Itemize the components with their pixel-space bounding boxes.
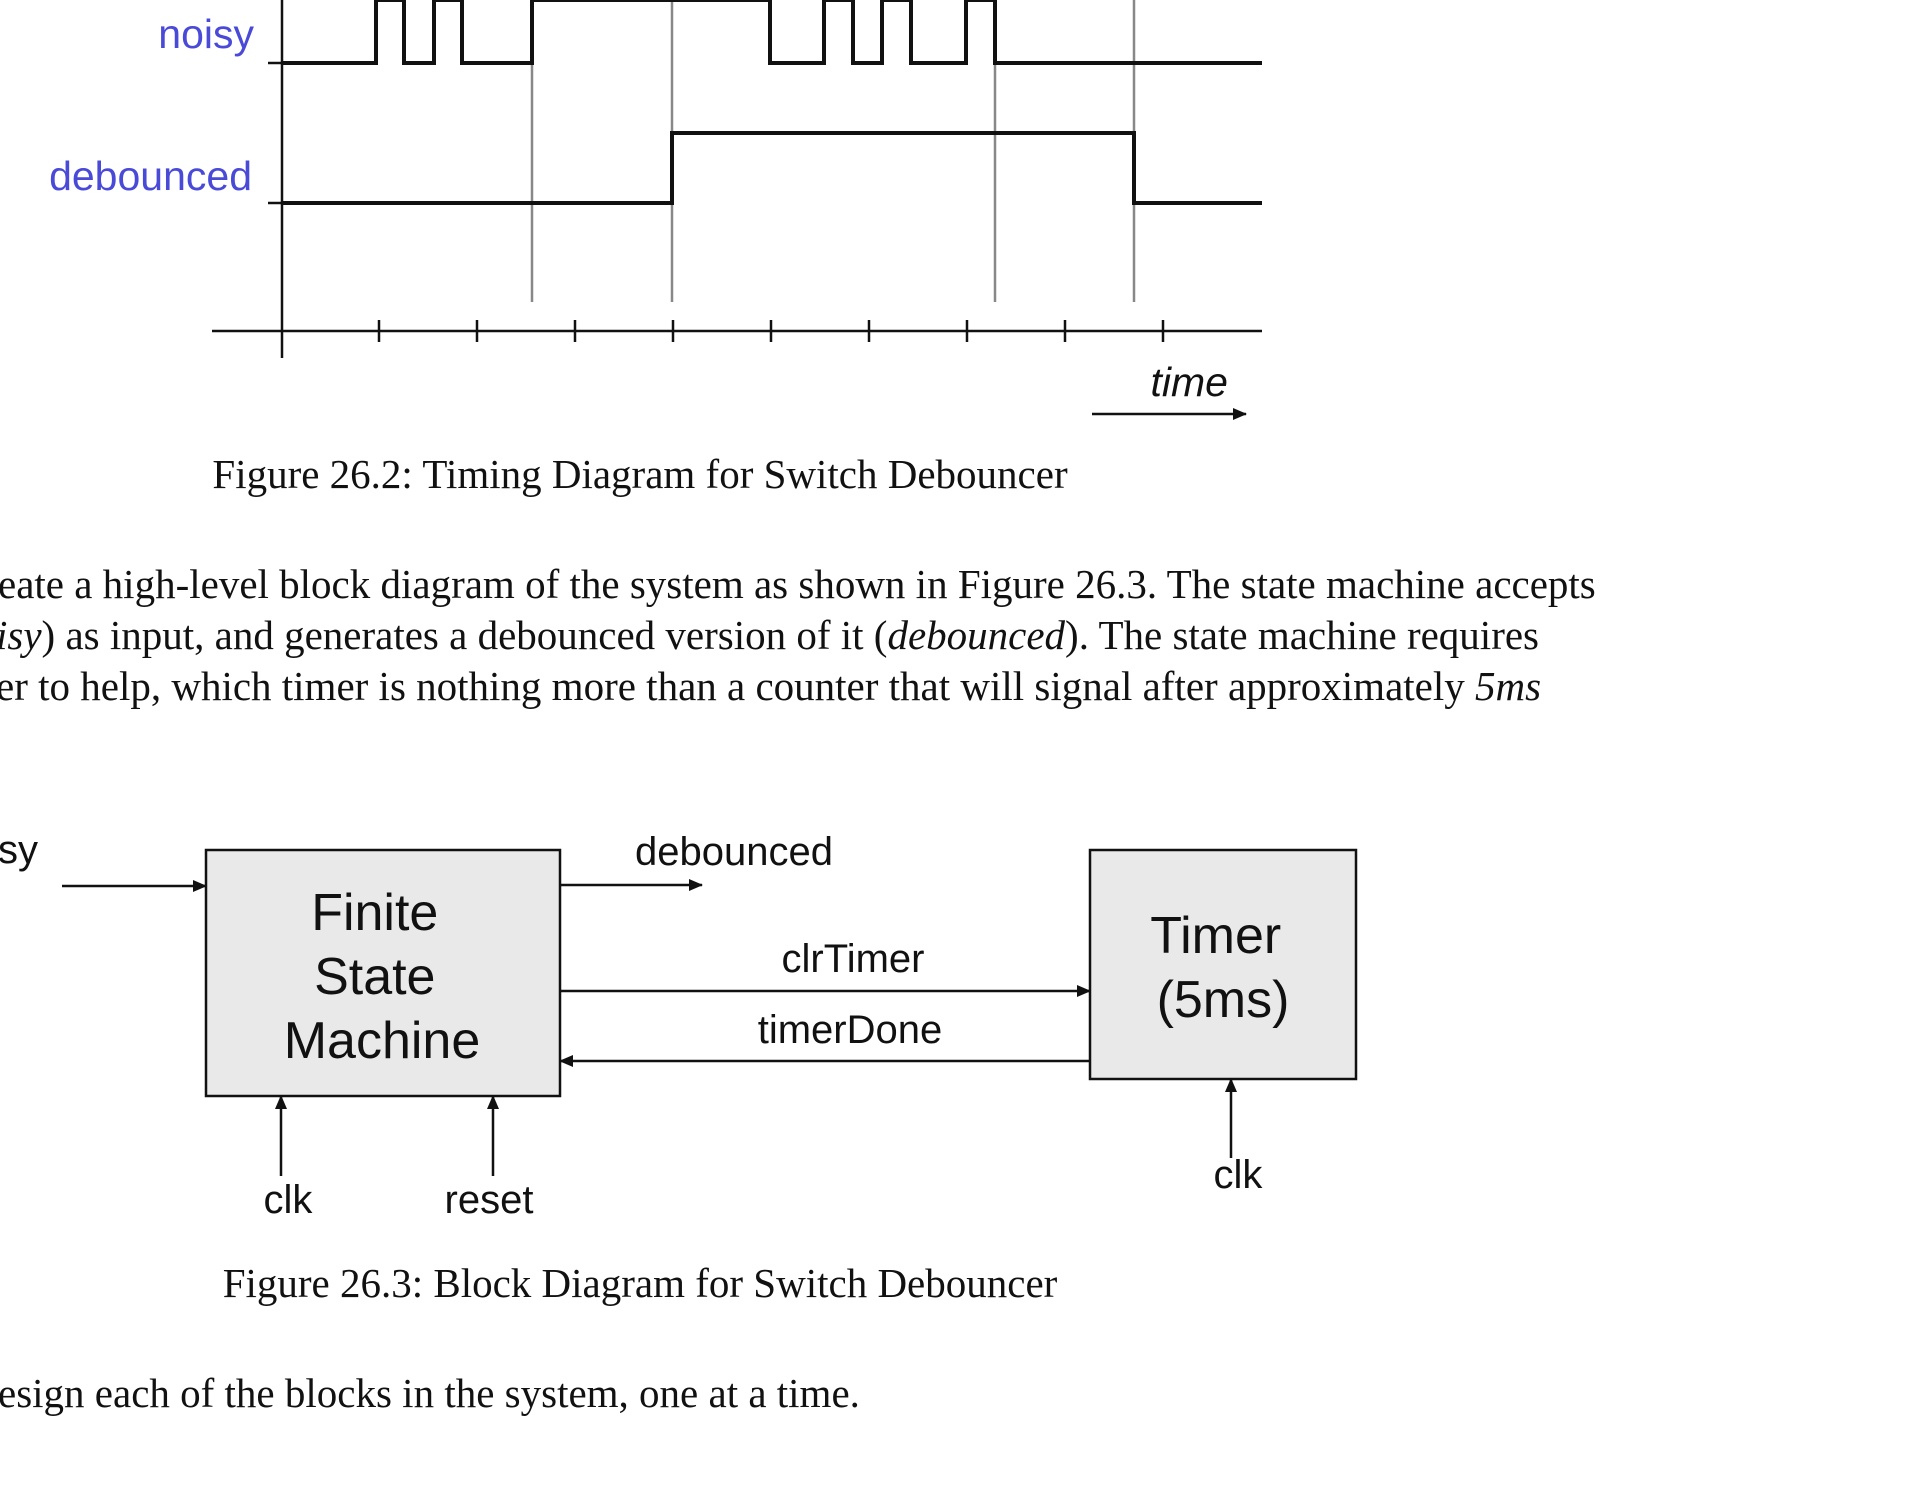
five-ms-math-term: 5ms bbox=[1475, 663, 1541, 709]
figure-26-2-caption: Figure 26.2: Timing Diagram for Switch D… bbox=[212, 451, 1068, 497]
fsm-label: Finite State Machine bbox=[284, 884, 481, 1070]
fsm-label-line-2: State bbox=[314, 948, 435, 1006]
fsm-clk-label: clk bbox=[264, 1178, 314, 1222]
figure-26-3-caption: Figure 26.3: Block Diagram for Switch De… bbox=[223, 1260, 1058, 1306]
noisy-signal-label: noisy bbox=[158, 11, 254, 57]
noisy-waveform bbox=[282, 0, 1262, 65]
paragraph-line-3: er to help, which timer is nothing more … bbox=[0, 663, 1541, 709]
paragraph-line-2-end: ). The state machine requires bbox=[1065, 612, 1539, 658]
debounced-math-term: debounced bbox=[887, 612, 1065, 658]
timer-done-label: timerDone bbox=[758, 1008, 943, 1052]
timer-clk-label: clk bbox=[1214, 1153, 1264, 1197]
block-diagram: sy Finite State Machine debounced clrTim… bbox=[0, 828, 1358, 1306]
debounced-waveform bbox=[282, 131, 1262, 205]
paragraph-line-2-middle: ) as input, and generates a debounced ve… bbox=[42, 612, 888, 658]
body-paragraph: eate a high-level block diagram of the s… bbox=[0, 561, 1596, 709]
fsm-reset-label: reset bbox=[445, 1178, 534, 1222]
time-axis-label: time bbox=[1151, 359, 1228, 405]
debounced-output-label: debounced bbox=[635, 830, 833, 874]
timer-label-line-1: Timer bbox=[1150, 907, 1281, 965]
closing-line: esign each of the blocks in the system, … bbox=[0, 1370, 860, 1416]
paragraph-line-3-text: er to help, which timer is nothing more … bbox=[0, 663, 1475, 709]
timing-diagram: noisy debounced time Figure 26.2: Timing… bbox=[49, 0, 1262, 497]
noisy-math-fragment: isy bbox=[0, 612, 42, 658]
timer-label-line-2: (5ms) bbox=[1157, 971, 1290, 1029]
noisy-input-label: sy bbox=[0, 828, 38, 872]
fsm-label-line-3: Machine bbox=[284, 1012, 481, 1070]
timer-block bbox=[1088, 848, 1358, 1081]
paragraph-line-2: isy) as input, and generates a debounced… bbox=[0, 612, 1539, 658]
paragraph-line-1: eate a high-level block diagram of the s… bbox=[0, 561, 1596, 607]
debounced-signal-label: debounced bbox=[49, 153, 252, 199]
fsm-block bbox=[204, 848, 562, 1098]
clr-timer-label: clrTimer bbox=[782, 937, 925, 981]
fsm-label-line-1: Finite bbox=[311, 884, 438, 942]
x-axis-ticks bbox=[377, 320, 1165, 342]
timer-label: Timer (5ms) bbox=[1150, 907, 1295, 1029]
